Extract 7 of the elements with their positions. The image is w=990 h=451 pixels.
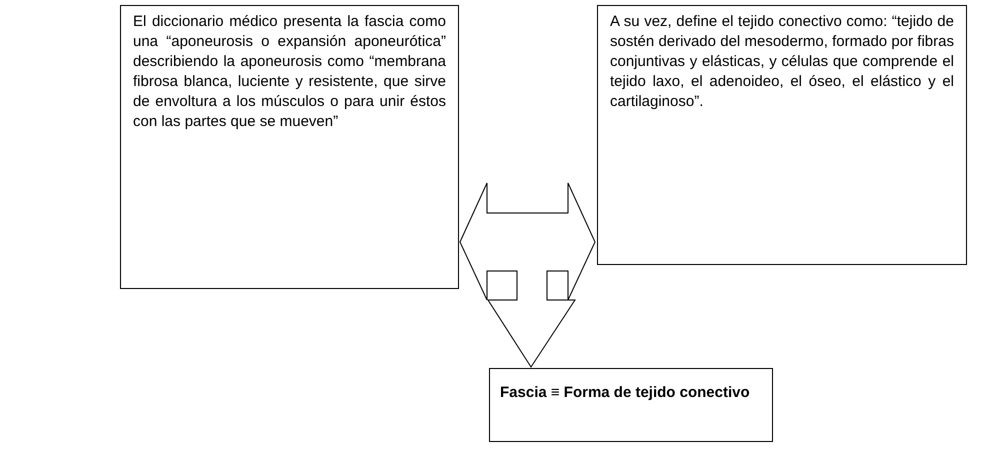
text-box [597, 5, 967, 265]
box-text: A su vez, define el tejido conectivo como: “tejido de sostén derivado del mesodermo, formado por fibras conjuntivas y elásticas, y células que comprende el tejido laxo, el adenoideo, el óseo, el elástico y el cartilaginoso”. [610, 12, 954, 112]
text-box [489, 368, 773, 442]
block-arrow [459, 182, 596, 368]
box-text: Fascia ≡ Forma de tejido conectivo [500, 383, 751, 403]
box-text: El diccionario médico presenta la fascia como una “aponeurosis o expansión aponeurótica” describiendo la aponeurosis como “membrana fibrosa blanca, luciente y resistente, que sirve de envoltura a los músculos o para unir éstos con las partes que se mueven” [133, 12, 446, 132]
text-box [120, 5, 459, 289]
